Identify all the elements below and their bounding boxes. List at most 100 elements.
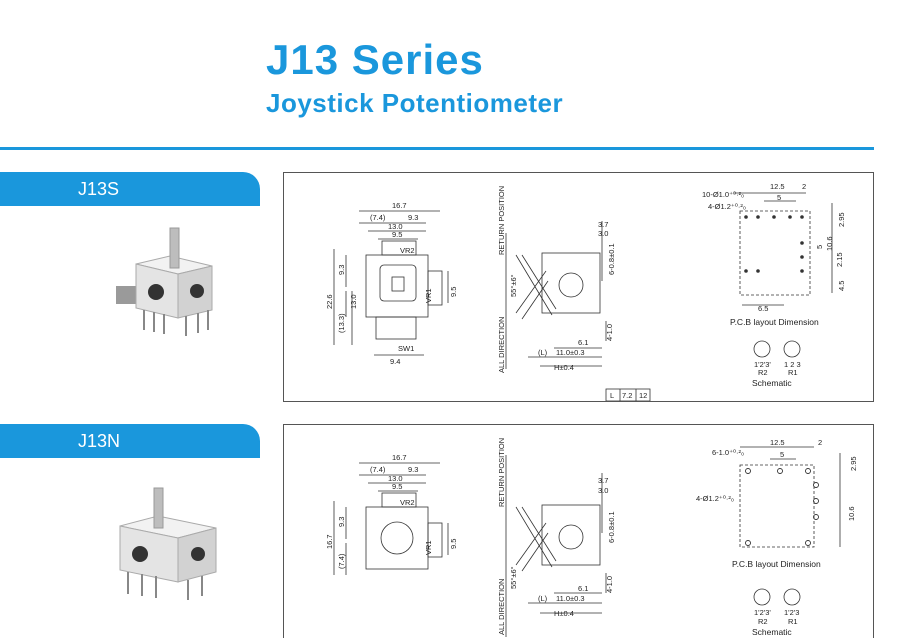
product-photo-j13n (119, 487, 217, 600)
pcb-caption: P.C.B layout Dimension (732, 559, 821, 569)
product-photo-j13s (116, 227, 213, 336)
dim-9-3: 9.3 (408, 213, 418, 222)
front-inner (379, 264, 417, 302)
photo-stick (169, 227, 180, 269)
label-vr1: VR1 (424, 540, 433, 555)
page-title: J13 Series (266, 36, 484, 83)
dim-16-7-vertical: 16.7 (325, 534, 334, 549)
label-all-direction: ALL DIRECTION (497, 317, 506, 373)
label-vr2: VR2 (400, 498, 415, 507)
pcb-dim-12-5: 12.5 (770, 182, 785, 191)
dim-11-0: 11.0±0.3 (556, 594, 585, 603)
front-inner (380, 521, 414, 555)
dim-9-3-vertical: 9.3 (337, 517, 346, 527)
schematic-r1-label: R1 (788, 617, 798, 626)
drawing-panel-j13s: 16.7 (7.4) 9.3 13.0 9.5 VR2 VR1 SW1 22.6… (283, 172, 874, 402)
photo-pot-left (148, 284, 164, 300)
dim-4-1: 4-1.0 (605, 576, 614, 593)
dim-9-5-vertical: 9.5 (449, 287, 458, 297)
front-vr1-block (427, 522, 443, 558)
pcb-dim-6-5: 6.5 (758, 304, 768, 313)
photo-pot-right (190, 284, 204, 298)
drawing-panel-j13n: 16.7 (7.4) 9.3 13.0 9.5 VR2 VR1 16.7 9.3… (283, 424, 874, 638)
pcb-outline (739, 464, 815, 548)
section-tab-j13n: J13N (0, 424, 260, 458)
header-divider (0, 147, 874, 150)
front-body (365, 254, 429, 318)
schematic-r2 (753, 588, 771, 606)
front-vr2-block (381, 240, 417, 256)
dim-angle: 55°±6° (509, 566, 518, 589)
schematic-r2-pins: 1'2'3' (754, 360, 771, 369)
label-vr2: VR2 (400, 246, 415, 255)
technical-drawing-j13n: 16.7 (7.4) 9.3 13.0 9.5 VR2 VR1 16.7 9.3… (325, 438, 858, 637)
pcb-dim-5: 5 (780, 450, 784, 459)
schematic-caption: Schematic (752, 378, 792, 388)
label-sw1: SW1 (398, 344, 414, 353)
schematic-r2-label: R2 (758, 617, 768, 626)
schematic-r1 (783, 340, 801, 358)
dim-H: H±0.4 (554, 363, 574, 372)
dim-9-5-vertical: 9.5 (449, 539, 458, 549)
dim-9-5: 9.5 (392, 230, 402, 239)
dim-13-0: 13.0 (388, 474, 403, 483)
pcb-dim-2: 2 (802, 182, 806, 191)
side-pot (558, 272, 584, 298)
photo-pot-right (191, 547, 205, 561)
label-return-position: RETURN POSITION (497, 186, 506, 255)
dim-3-7: 3.7 (598, 220, 608, 229)
pcb-hole-b: 4-Ø1.2⁺⁰·²₀ (708, 202, 746, 211)
l-table-v2: 12 (639, 391, 647, 400)
pcb-hole-b: 4-Ø1.2⁺⁰·²₀ (696, 494, 734, 503)
pcb-dim-5: 5 (777, 193, 781, 202)
dim-7-4-vertical: (7.4) (337, 553, 346, 569)
schematic-r1 (783, 588, 801, 606)
front-body (365, 506, 429, 570)
photo-pot-left (132, 546, 148, 562)
dim-3-7: 3.7 (598, 476, 608, 485)
label-vr1: VR1 (424, 288, 433, 303)
label-all-direction: ALL DIRECTION (497, 579, 506, 635)
l-table-label: L (610, 391, 614, 400)
pcb-outline (739, 210, 811, 296)
pcb-hole-a: 10-Ø1.0⁺⁰·²₀ (702, 190, 744, 199)
photo-base (116, 286, 136, 304)
schematic-r1-pins: 1 2 3 (784, 360, 801, 369)
pcb-holes (745, 468, 819, 546)
dim-13-0-vertical: 13.0 (349, 294, 358, 309)
schematic-r2-pins: 1'2'3' (754, 608, 771, 617)
side-body (541, 504, 601, 566)
dim-22-6: 22.6 (325, 294, 334, 309)
dim-L: (L) (538, 348, 548, 357)
pcb-caption: P.C.B layout Dimension (730, 317, 819, 327)
dim-9-3: 9.3 (408, 465, 418, 474)
dim-3-0: 3.0 (598, 486, 608, 495)
side-pot (558, 524, 584, 550)
technical-drawing-j13s: 16.7 (7.4) 9.3 13.0 9.5 VR2 VR1 SW1 22.6… (325, 182, 846, 402)
dim-11-0: 11.0±0.3 (556, 348, 585, 357)
pcb-holes (744, 215, 804, 273)
front-vr1-block (427, 270, 443, 306)
dim-4-1: 4-1.0 (605, 324, 614, 341)
schematic-r2-label: R2 (758, 368, 768, 377)
dim-6-1: 6.1 (578, 584, 588, 593)
pcb-dim-12-5: 12.5 (770, 438, 785, 447)
schematic-r1-pins: 1'2'3 (784, 608, 799, 617)
pcb-dim-10-6: 10.6 (847, 506, 856, 521)
pcb-dim-5-vertical: 5 (815, 245, 824, 249)
dim-7-4: (7.4) (370, 213, 386, 222)
side-body (541, 252, 601, 314)
pcb-dim-10-6: 10.6 (825, 236, 834, 251)
dim-9-3-vertical: 9.3 (337, 265, 346, 275)
dim-13-3: (13.3) (337, 313, 346, 333)
dim-9-4: 9.4 (390, 357, 400, 366)
dim-3-0: 3.0 (598, 229, 608, 238)
dim-7-4: (7.4) (370, 465, 386, 474)
dim-16-7: 16.7 (392, 453, 407, 462)
dim-16-7: 16.7 (392, 201, 407, 210)
dim-pin-width: 6-0.8±0.1 (607, 243, 616, 275)
section-tab-j13s: J13S (0, 172, 260, 206)
pcb-dim-2-95: 2.95 (837, 212, 846, 227)
front-slot (391, 276, 405, 292)
dim-angle: 55°±6° (509, 274, 518, 297)
